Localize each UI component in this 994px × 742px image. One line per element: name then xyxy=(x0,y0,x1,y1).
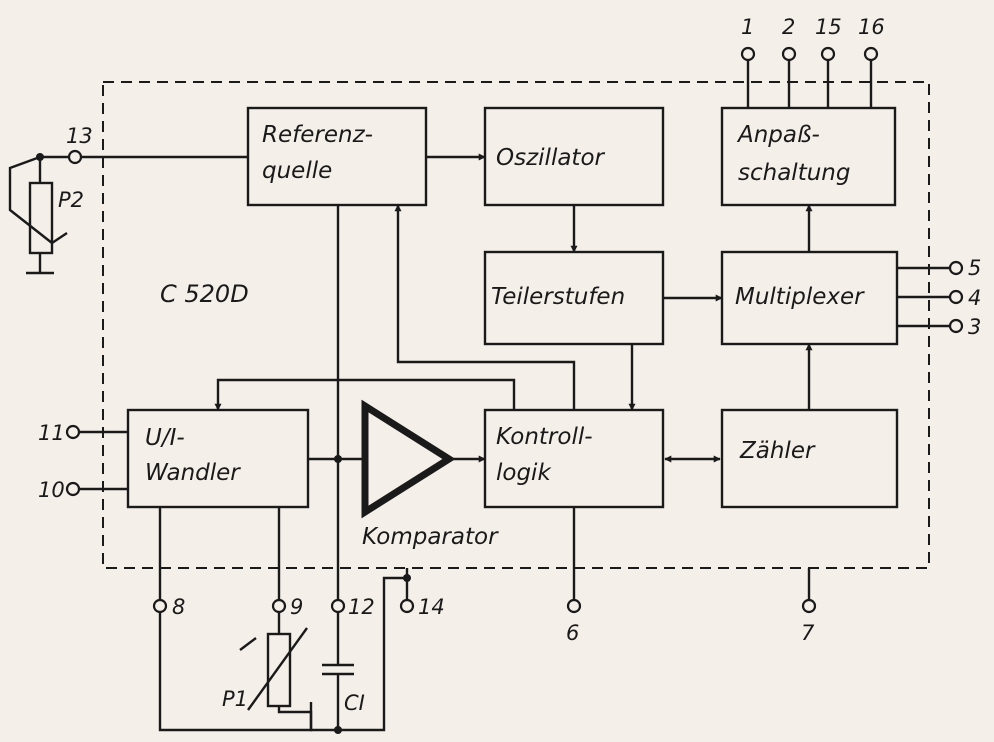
pin-label-6: 6 xyxy=(566,621,579,645)
zaehler-label: Zähler xyxy=(739,438,816,464)
pin-2-circle xyxy=(781,46,797,62)
pin-label-8: 8 xyxy=(172,595,185,619)
referenz-label-1: Referenz- xyxy=(262,122,373,148)
junction-ui xyxy=(334,455,342,463)
teiler-label: Teilerstufen xyxy=(491,284,625,310)
kontroll-label-2: logik xyxy=(496,460,552,486)
ui-label-1: U/I- xyxy=(145,425,185,451)
pin-8-circle xyxy=(152,598,168,614)
block-zaehler: Zähler xyxy=(720,408,899,509)
ci-label: CI xyxy=(344,691,365,715)
pin-9-circle xyxy=(271,598,287,614)
pin-label-1: 1 xyxy=(741,15,754,39)
p1-potentiometer xyxy=(239,627,308,711)
kontroll-label-1: Kontroll- xyxy=(496,424,593,450)
pin-label-16: 16 xyxy=(858,15,885,39)
pin-15-circle xyxy=(820,46,836,62)
pin-label-12: 12 xyxy=(348,595,375,619)
p2-potentiometer xyxy=(8,153,69,275)
pin-5-circle xyxy=(948,260,964,276)
pin-16-circle xyxy=(863,46,879,62)
chip-name: C 520D xyxy=(160,280,249,308)
referenz-label-2: quelle xyxy=(262,158,332,184)
p2-label: P2 xyxy=(58,188,84,212)
p1-label: P1 xyxy=(222,687,248,711)
block-oszillator: Oszillator xyxy=(483,106,665,207)
pin-14-circle xyxy=(399,598,415,614)
pin-label-11: 11 xyxy=(38,421,65,445)
pin-1-circle xyxy=(740,46,756,62)
pin-label-2: 2 xyxy=(782,15,795,39)
block-kontrolllogik: Kontroll- logik xyxy=(483,408,665,509)
pin-label-3: 3 xyxy=(968,315,981,339)
pin-6-circle xyxy=(566,598,582,614)
pin-label-4: 4 xyxy=(968,286,981,310)
pin-10-circle xyxy=(65,481,81,497)
wire-kontroll-ui xyxy=(214,378,516,411)
oszillator-label: Oszillator xyxy=(496,145,606,171)
pin-4-circle xyxy=(948,289,964,305)
pin-3-circle xyxy=(948,318,964,334)
block-anpassschaltung: Anpaß- schaltung xyxy=(720,106,897,207)
pin-label-10: 10 xyxy=(38,478,65,502)
wire-p1-bottom xyxy=(277,706,338,732)
block-teilerstufen: Teilerstufen xyxy=(483,250,665,346)
pin-label-7: 7 xyxy=(801,621,815,645)
pin-label-9: 9 xyxy=(290,595,303,619)
wire-kontroll-referenz xyxy=(394,204,576,410)
multiplexer-label: Multiplexer xyxy=(735,284,865,310)
comparator-label: Komparator xyxy=(362,524,499,550)
ui-label-2: Wandler xyxy=(145,460,241,486)
wire-bottom-14 xyxy=(338,576,407,732)
anpass-label-2: schaltung xyxy=(738,160,850,186)
pin-12-circle xyxy=(330,598,346,614)
pin-label-15: 15 xyxy=(815,15,842,39)
block-multiplexer: Multiplexer xyxy=(720,250,899,346)
pin-label-13: 13 xyxy=(66,124,93,148)
pin-13-circle xyxy=(67,149,83,165)
pin-11-circle xyxy=(65,424,81,440)
anpass-label-1: Anpaß- xyxy=(736,122,820,148)
pin-label-14: 14 xyxy=(418,595,445,619)
ci-capacitor xyxy=(322,663,354,676)
pin-label-5: 5 xyxy=(968,256,981,280)
comparator: Komparator xyxy=(361,399,499,550)
block-referenzquelle: Referenz- quelle xyxy=(246,106,428,207)
pin-7-circle xyxy=(801,598,817,614)
block-ui-wandler: U/I- Wandler xyxy=(126,408,310,509)
